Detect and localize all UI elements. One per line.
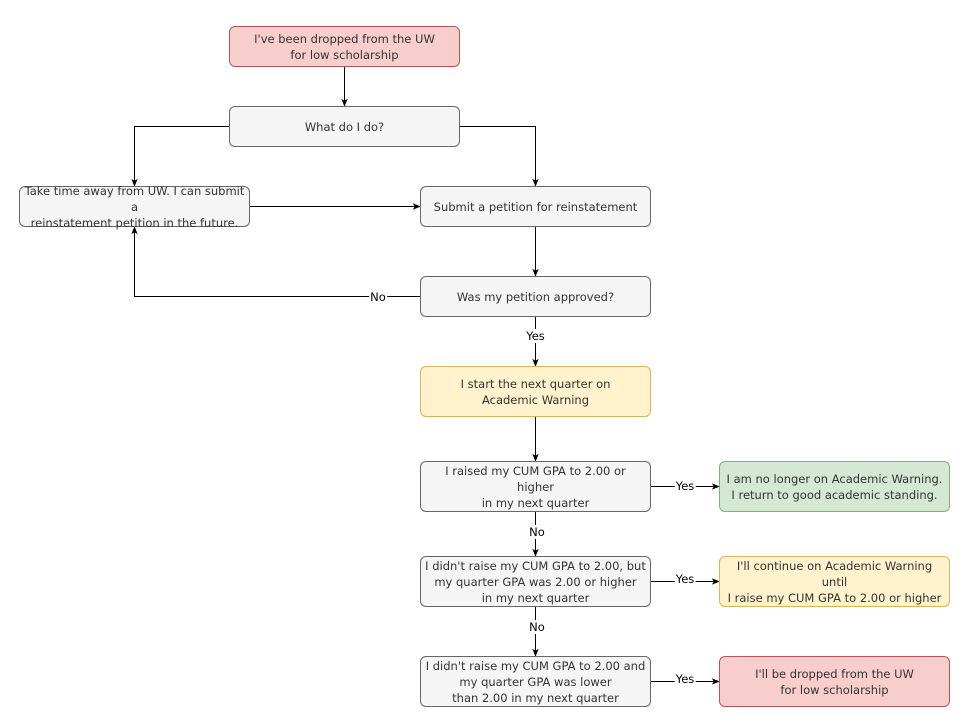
academic-warning-node: I start the next quarter on Academic War…	[420, 366, 651, 417]
edge-label-no-petition: No	[369, 290, 387, 304]
edge-label-yes-quarter-ok: Yes	[674, 572, 696, 586]
dropped-end-node: I'll be dropped from the UW for low scho…	[719, 656, 950, 707]
quarter-gpa-low-node: I didn't raise my CUM GPA to 2.00 and my…	[420, 656, 651, 707]
edge-question-to-time-away	[131, 126, 230, 187]
quarter-gpa-ok-node: I didn't raise my CUM GPA to 2.00, but m…	[420, 556, 651, 607]
what-do-i-do-node: What do I do?	[229, 106, 460, 147]
submit-petition-node: Submit a petition for reinstatement	[420, 186, 651, 227]
edge-label-yes-petition: Yes	[525, 329, 546, 343]
raised-cum-gpa-node: I raised my CUM GPA to 2.00 or higher in…	[420, 461, 651, 512]
edge-label-yes-raised: Yes	[674, 479, 696, 493]
edge-label-no-quarter-ok: No	[528, 620, 546, 634]
edge-approved-no-to-time-away	[131, 226, 420, 297]
good-standing-node: I am no longer on Academic Warning. I re…	[719, 461, 950, 512]
edge-label-no-raised: No	[528, 525, 546, 539]
edge-question-to-petition	[459, 126, 539, 187]
continue-warning-node: I'll continue on Academic Warning until …	[719, 556, 950, 607]
edge-label-yes-quarter-low: Yes	[674, 672, 696, 686]
time-away-node: Take time away from UW. I can submit a r…	[19, 184, 250, 230]
petition-approved-node: Was my petition approved?	[420, 276, 651, 317]
dropped-start-node: I've been dropped from the UW for low sc…	[229, 26, 460, 67]
